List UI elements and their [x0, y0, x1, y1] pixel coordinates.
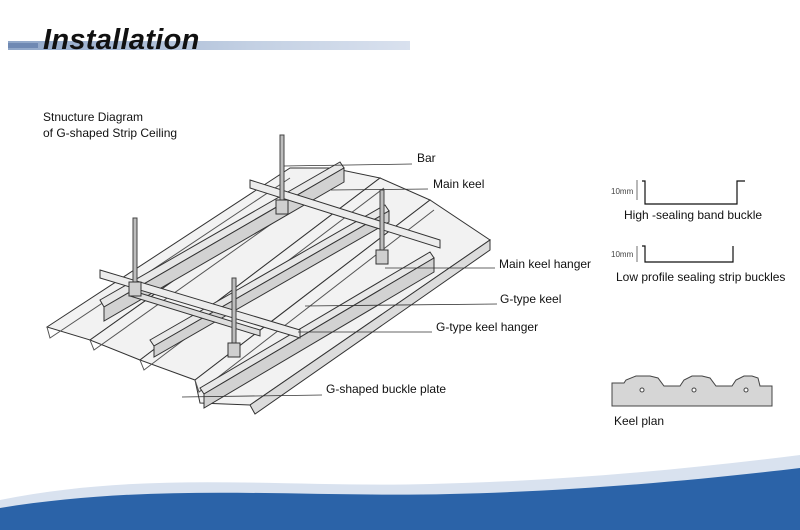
- keel-plan-shape: [611, 375, 773, 407]
- hanger-clamps: [128, 199, 389, 358]
- label-keel-plan: Keel plan: [614, 414, 665, 428]
- footer-waves: [0, 455, 800, 530]
- diagram-subtitle-line-1: Stnucture Diagram: [43, 110, 144, 124]
- title-underline-accent: [8, 43, 38, 48]
- label-high-sealing: High -sealing band buckle: [624, 208, 763, 222]
- label-g-shaped-buckle-plate: G-shaped buckle plate: [326, 382, 447, 396]
- leader-lines: [181, 163, 498, 398]
- high-sealing-profile: [636, 180, 745, 205]
- dimension-label-low: 10mm: [611, 250, 634, 259]
- diagram-subtitle: Stnucture Diagram of G-shaped Strip Ceil…: [43, 109, 177, 141]
- hanger-bars: [132, 134, 385, 349]
- dimension-label-high: 10mm: [611, 187, 634, 196]
- diagram-subtitle-line-2: of G-shaped Strip Ceiling: [43, 126, 178, 140]
- plate-ridges: [46, 177, 435, 393]
- label-main-keel-hanger: Main keel hanger: [499, 257, 592, 271]
- label-bar: Bar: [417, 151, 436, 165]
- label-g-type-keel-hanger: G-type keel hanger: [436, 320, 539, 334]
- label-main-keel: Main keel: [433, 177, 485, 191]
- page-title: Installation: [43, 24, 200, 56]
- label-g-type-keel: G-type keel: [500, 292, 562, 306]
- title-underline-bar: [8, 41, 410, 50]
- label-low-profile: Low profile sealing strip buckles: [616, 270, 786, 284]
- low-profile-shape: [636, 245, 734, 263]
